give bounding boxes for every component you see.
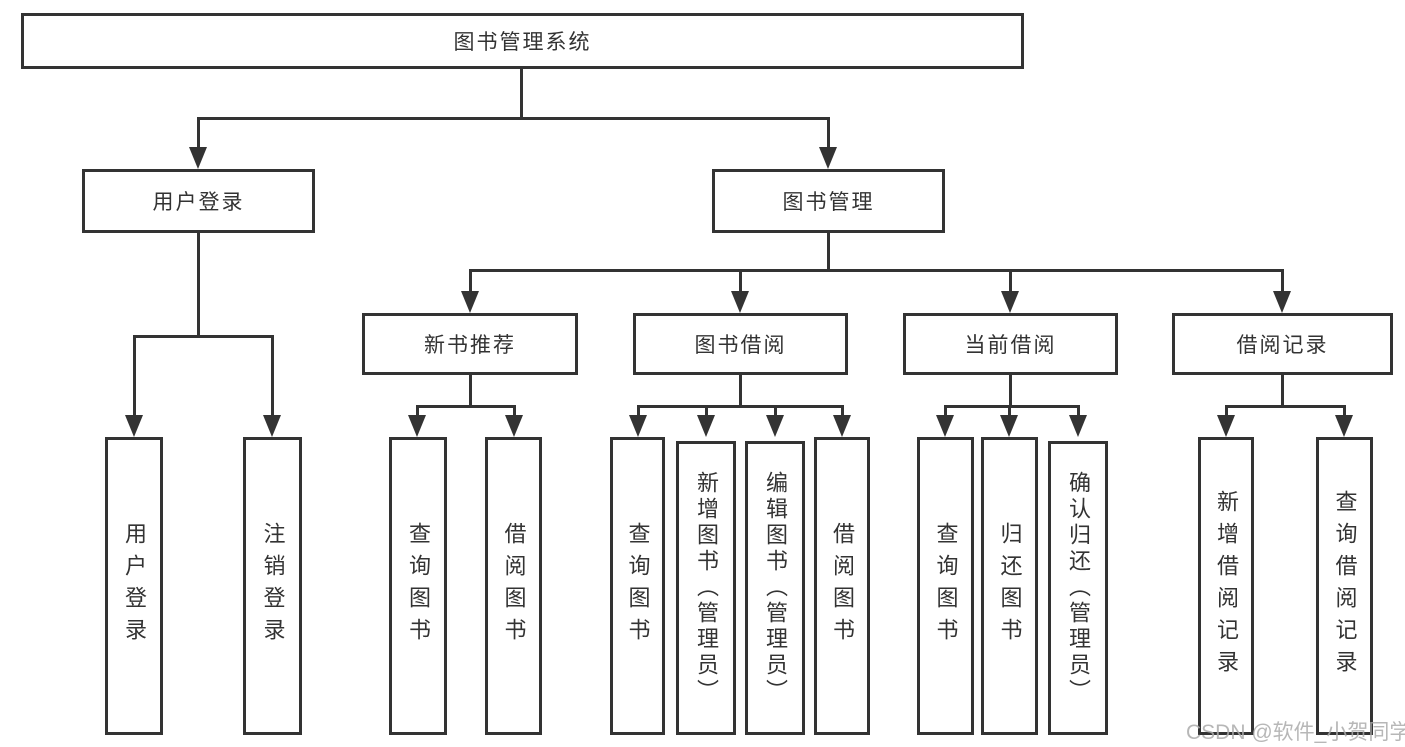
node-current-borrowing: 当前借阅 bbox=[903, 313, 1118, 375]
connector-line bbox=[637, 405, 843, 408]
connector-line bbox=[416, 405, 516, 408]
leaf-query-books: 查询图书 bbox=[917, 437, 974, 735]
leaf-label: 查询图书 bbox=[933, 522, 959, 650]
arrow-down-icon bbox=[629, 415, 647, 437]
connector-line bbox=[705, 405, 708, 419]
arrow-down-icon bbox=[408, 415, 426, 437]
leaf-label: 借阅图书 bbox=[830, 522, 855, 650]
node-new-book-recommend: 新书推荐 bbox=[362, 313, 578, 375]
arrow-down-icon bbox=[1069, 415, 1087, 437]
connector-line bbox=[1009, 269, 1012, 293]
leaf-borrow-books: 借阅图书 bbox=[814, 437, 870, 735]
connector-line bbox=[520, 69, 523, 120]
arrow-down-icon bbox=[819, 147, 837, 169]
leaf-label: 借阅图书 bbox=[501, 522, 527, 650]
arrow-down-icon bbox=[697, 415, 715, 437]
arrow-down-icon bbox=[1217, 415, 1235, 437]
leaf-label: 注销登录 bbox=[260, 522, 286, 650]
connector-line bbox=[827, 117, 830, 149]
connector-line bbox=[739, 375, 742, 408]
connector-line bbox=[774, 405, 777, 419]
connector-line bbox=[1225, 405, 1228, 419]
node-user-login: 用户登录 bbox=[82, 169, 315, 233]
leaf-label: 确认归还（管理员） bbox=[1066, 471, 1091, 705]
leaf-add-books-admin: 新增图书（管理员） bbox=[676, 441, 736, 735]
leaf-borrow-books: 借阅图书 bbox=[485, 437, 542, 735]
arrow-down-icon bbox=[461, 291, 479, 313]
leaf-edit-books-admin: 编辑图书（管理员） bbox=[745, 441, 805, 735]
leaf-return-books: 归还图书 bbox=[981, 437, 1038, 735]
connector-line bbox=[197, 233, 200, 337]
connector-line bbox=[1281, 269, 1284, 293]
node-label: 借阅记录 bbox=[1236, 334, 1329, 357]
node-label: 用户登录 bbox=[152, 191, 245, 214]
leaf-query-books: 查询图书 bbox=[610, 437, 665, 735]
connector-line bbox=[827, 233, 830, 272]
arrow-down-icon bbox=[1273, 291, 1291, 313]
leaf-label: 归还图书 bbox=[997, 522, 1023, 650]
arrow-down-icon bbox=[1001, 291, 1019, 313]
connector-line bbox=[469, 269, 472, 293]
connector-line bbox=[1077, 405, 1080, 419]
leaf-add-borrow-record: 新增借阅记录 bbox=[1198, 437, 1254, 735]
arrow-down-icon bbox=[731, 291, 749, 313]
node-label: 图书借阅 bbox=[694, 334, 787, 357]
connector-line bbox=[133, 335, 136, 417]
node-label: 图书管理 bbox=[782, 191, 875, 214]
node-book-management: 图书管理 bbox=[712, 169, 945, 233]
arrow-down-icon bbox=[936, 415, 954, 437]
arrow-down-icon bbox=[263, 415, 281, 437]
connector-line bbox=[469, 375, 472, 408]
leaf-label: 编辑图书（管理员） bbox=[763, 471, 788, 705]
connector-line bbox=[197, 117, 200, 149]
arrow-down-icon bbox=[505, 415, 523, 437]
leaf-label: 新增图书（管理员） bbox=[694, 471, 719, 705]
connector-line bbox=[944, 405, 1080, 408]
node-label: 图书管理系统 bbox=[453, 31, 592, 54]
connector-line bbox=[197, 117, 830, 120]
connector-line bbox=[1008, 405, 1011, 419]
connector-line bbox=[637, 405, 640, 419]
leaf-confirm-return-admin: 确认归还（管理员） bbox=[1048, 441, 1108, 735]
connector-line bbox=[271, 335, 274, 417]
node-borrowing-records: 借阅记录 bbox=[1172, 313, 1393, 375]
csdn-watermark: CSDN @软件_小贺同学 bbox=[1186, 721, 1405, 744]
connector-line bbox=[841, 405, 844, 419]
connector-line bbox=[416, 405, 419, 419]
connector-line bbox=[739, 269, 742, 293]
connector-line bbox=[1343, 405, 1346, 419]
node-label: 当前借阅 bbox=[964, 334, 1057, 357]
connector-line bbox=[469, 269, 1284, 272]
connector-line bbox=[513, 405, 516, 419]
arrow-down-icon bbox=[833, 415, 851, 437]
arrow-down-icon bbox=[1000, 415, 1018, 437]
leaf-label: 查询图书 bbox=[406, 522, 431, 650]
leaf-query-borrow-record: 查询借阅记录 bbox=[1316, 437, 1373, 735]
leaf-logout: 注销登录 bbox=[243, 437, 302, 735]
leaf-label: 查询借阅记录 bbox=[1332, 490, 1358, 682]
leaf-query-books: 查询图书 bbox=[389, 437, 447, 735]
leaf-label: 用户登录 bbox=[122, 522, 147, 650]
arrow-down-icon bbox=[189, 147, 207, 169]
connector-line bbox=[133, 335, 274, 338]
leaf-label: 新增借阅记录 bbox=[1214, 490, 1239, 682]
leaf-user-login: 用户登录 bbox=[105, 437, 163, 735]
arrow-down-icon bbox=[125, 415, 143, 437]
arrow-down-icon bbox=[766, 415, 784, 437]
connector-line bbox=[1281, 375, 1284, 408]
node-library-management-system: 图书管理系统 bbox=[21, 13, 1024, 69]
node-book-borrowing: 图书借阅 bbox=[633, 313, 848, 375]
leaf-label: 查询图书 bbox=[625, 522, 651, 650]
connector-line bbox=[944, 405, 947, 419]
connector-line bbox=[1225, 405, 1345, 408]
connector-line bbox=[1009, 375, 1012, 408]
node-label: 新书推荐 bbox=[424, 334, 516, 357]
arrow-down-icon bbox=[1335, 415, 1353, 437]
